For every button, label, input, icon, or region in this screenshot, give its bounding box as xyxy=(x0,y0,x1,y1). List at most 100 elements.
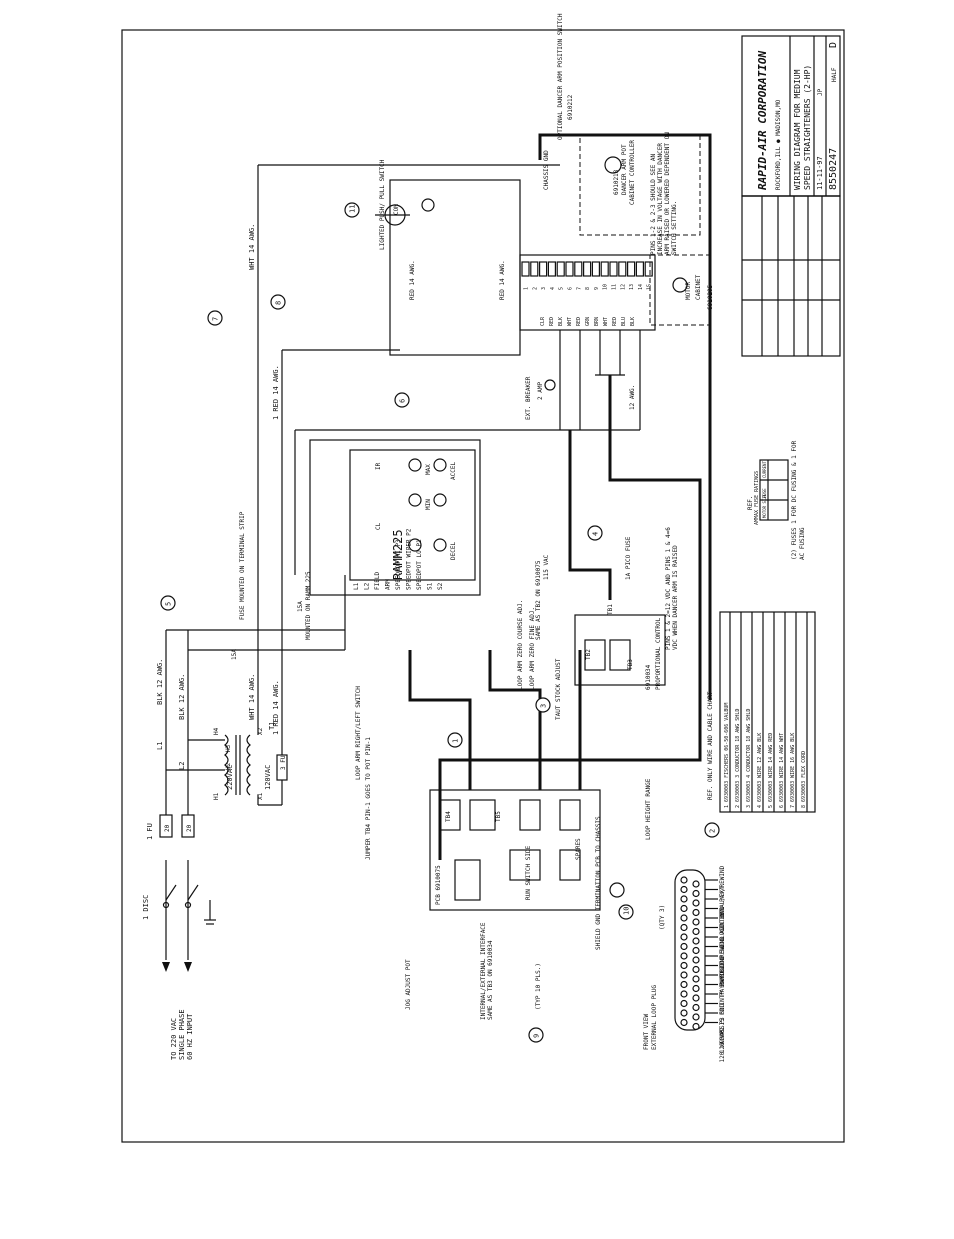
loop-zero-course: LOOP ARM ZERO COURSE ADJ. xyxy=(517,600,524,690)
plug-pin xyxy=(680,904,688,913)
drawing-title-1: WIRING DIAGRAM FOR MEDIUM xyxy=(793,69,802,190)
prop-pins-note: PINS 1 & 2=12 VDC AND PINS 1 & 4=6 VDC W… xyxy=(665,527,679,650)
drive-terminal-label: FIELD xyxy=(374,572,381,590)
strip-terminal xyxy=(547,261,557,277)
external-loop-plug: FRONT VIEW EXTERNAL LOOP PLUG (QTY 3) IN… xyxy=(643,865,726,1062)
mounted-on-drive: MOUNTED ON RAMM 225 xyxy=(305,571,312,640)
pcb-tb4: TB4 xyxy=(445,811,452,822)
strip-terminal xyxy=(618,261,627,277)
callout-number: 2 xyxy=(709,829,717,833)
strip-terminal xyxy=(538,261,548,277)
company-location: ROCKFORD,ILL ● MADISON,MO xyxy=(775,99,782,190)
fuse-2-rating: 20 xyxy=(186,824,193,832)
callout-circle xyxy=(704,822,720,838)
pot-voltage-note: PINS 1-2 & 2-3 SHOULD SEE AN INCREASE IN… xyxy=(650,132,678,255)
strip-wire-color: RED xyxy=(576,317,582,326)
drawing-date: 11-11-97 xyxy=(816,156,824,190)
fuse-col-motor: MOTOR SIZE xyxy=(762,493,767,518)
switch-area: LIGHTED PUSH/ PULL SWITCH RED 14 AWG. CO… xyxy=(375,159,521,356)
strip-red-wire: RED 14 AWG. xyxy=(499,260,506,300)
drive-terminal-label: SPEEDPOT LO P1 xyxy=(416,539,423,590)
plug-pin xyxy=(680,1009,688,1017)
strip-terminal xyxy=(609,261,618,277)
plug-pin-label: INTERNAL/EXT. xyxy=(719,883,726,930)
plug-pin xyxy=(692,994,700,1002)
strip-terminal-number: 9 xyxy=(594,287,600,290)
fuse-ref-table: REF. AMMAX FUSE RATINGS MOTOR SIZE FUSE … xyxy=(747,440,806,560)
plug-pin-label: P2 xyxy=(719,1007,726,1015)
power-source-line-2: SINGLE PHASE xyxy=(178,1009,186,1060)
plug-pin xyxy=(692,975,700,983)
cl-label: CL xyxy=(375,522,382,530)
plug-pin xyxy=(692,1022,700,1031)
strip-terminal xyxy=(591,261,601,277)
l1-label: L1 xyxy=(156,742,164,750)
plug-pin xyxy=(692,946,700,955)
strip-terminal-number: 12 xyxy=(620,284,626,290)
callout-circle xyxy=(207,310,223,326)
strip-terminal-number: 2 xyxy=(532,287,538,290)
plug-pin xyxy=(692,937,700,945)
callout-circle xyxy=(535,697,551,713)
max-label: MAX xyxy=(425,464,432,475)
wire-chart-row: 6 6930003 WIRE 14 AWG WHT xyxy=(779,733,785,808)
plug-title-1: FRONT VIEW xyxy=(643,1013,650,1050)
strip-wire-color: GRN xyxy=(585,317,591,326)
plug-pin-label: REWIND xyxy=(719,936,726,958)
power-source-line-1: TO 220 VAC xyxy=(170,1018,178,1060)
plug-pin xyxy=(692,956,700,964)
chassis-gnd: CHASSIS GND xyxy=(543,150,550,190)
callout-circle xyxy=(160,595,176,611)
fuse-col-current: CURRENT xyxy=(762,461,767,478)
strip-terminal-number: 8 xyxy=(585,287,591,290)
accel-label: ACCEL xyxy=(450,462,457,480)
plug-pin-label: JOG ADJ xyxy=(719,923,726,948)
callout-number: 5 xyxy=(165,602,173,606)
strip-terminal xyxy=(521,261,530,277)
drive-terminal-label: L1 xyxy=(353,582,360,590)
plug-pin xyxy=(692,908,700,917)
drive-terminal-label: ARM xyxy=(385,579,392,590)
terminal-h4: H4 xyxy=(213,727,220,735)
drive-terminal-label: SPEEDPOT WIPER P2 xyxy=(406,528,413,590)
plug-pin-label: CHASSIS GND xyxy=(719,1003,726,1043)
strip-terminal-number: 14 xyxy=(638,284,644,290)
drive-terminal-label: SPEEDPOT HI P3 xyxy=(395,539,402,590)
plug-pin-label: INT. PAY/REWIND xyxy=(719,865,726,920)
plug-pin xyxy=(692,918,700,926)
fuse-label: 1 FU xyxy=(146,823,154,840)
interface-note: INTERNAL/EXTERNAL INTERFACE SAME AS TB3 … xyxy=(480,922,494,1020)
pcb-run-switch: RUN SWITCH SIDE xyxy=(525,845,532,900)
callout-number: 1 xyxy=(452,739,460,743)
callout-number: 7 xyxy=(212,317,220,321)
jog-adjust: JOG ADJUST POT xyxy=(405,959,412,1010)
wire-chart-title: REF. ONLY WIRE AND CABLE CHART xyxy=(707,691,714,800)
wire-chart-row: 2 6930003 3 CONDUCTOR 18 AWG SHLD xyxy=(735,709,741,808)
strip-terminal xyxy=(635,261,645,277)
wire-chart-row: 4 6930003 WIRE 12 AWG BLK xyxy=(757,733,763,808)
strip-terminal-number: 11 xyxy=(612,284,618,290)
plug-title-2: EXTERNAL LOOP PLUG xyxy=(651,985,658,1050)
fuse-ref-note-2: AC FUSING xyxy=(799,527,806,560)
title-block: RAPID-AIR CORPORATION ROCKFORD,ILL ● MAD… xyxy=(741,35,841,357)
breaker-wire: 12 AWG. xyxy=(629,385,636,410)
strip-terminal-number: 7 xyxy=(576,287,582,290)
terminal-h1: H1 xyxy=(213,792,220,800)
terminal-h2: H2 xyxy=(225,762,232,770)
power-input-section: TO 220 VAC SINGLE PHASE 60 HZ INPUT 1 DI… xyxy=(142,659,288,1060)
plug-pin-label: PAYOUT xyxy=(719,964,726,986)
prop-same-as: SAME AS TB2 ON 6910075 xyxy=(535,560,542,640)
ext-breaker: EXT. BREAKER 2 AMP 12 AWG. xyxy=(310,330,641,431)
strip-wire-color: WHT xyxy=(603,317,609,326)
lighted-switch-label: LIGHTED PUSH/ PULL SWITCH xyxy=(379,159,386,250)
strip-wire-color: BLK xyxy=(630,317,636,326)
strip-terminal-number: 5 xyxy=(559,287,565,290)
l2-label: L2 xyxy=(178,762,186,770)
trunk-wires: 1 RED 14 AWG. WHT 14 AWG. xyxy=(165,164,560,660)
plug-pin xyxy=(680,885,688,894)
prop-tb3: TB3 xyxy=(627,659,634,670)
l2-wire: BLK 12 AWG. xyxy=(178,674,186,720)
